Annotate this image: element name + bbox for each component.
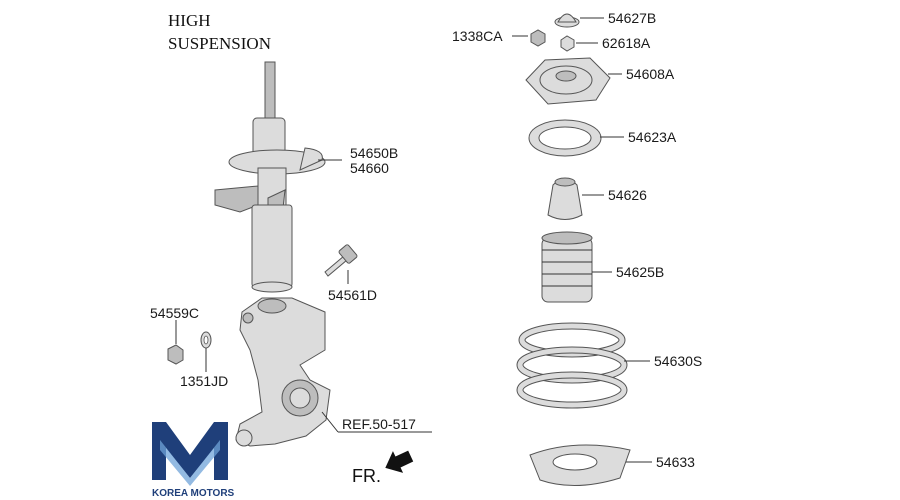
bolt-54561d	[324, 244, 358, 277]
title-line-1: HIGH	[168, 11, 211, 30]
label-54561d: 54561D	[328, 287, 377, 303]
front-direction-arrow-icon	[385, 450, 414, 473]
korea-motors-logo	[152, 422, 228, 486]
strut-assembly	[214, 61, 326, 293]
title-line-2: SUSPENSION	[168, 34, 271, 53]
label-54626: 54626	[608, 187, 647, 203]
front-direction-label: FR.	[352, 466, 381, 486]
brand-text: KOREA MOTORS	[152, 488, 235, 499]
dust-cover-54625b	[541, 231, 593, 303]
pad-54633	[529, 444, 631, 486]
label-54633: 54633	[656, 454, 695, 470]
label-54608a: 54608A	[626, 66, 675, 82]
label-54650b: 54650B	[350, 145, 398, 161]
cap-54627b	[554, 13, 580, 28]
label-ref-50-517: REF.50-517	[342, 416, 416, 432]
nut-62618a	[560, 35, 575, 52]
label-1351jd: 1351JD	[180, 373, 228, 389]
spring-seat-54623a	[528, 119, 602, 157]
coil-spring-54630s	[516, 322, 628, 409]
label-54625b: 54625B	[616, 264, 664, 280]
label-54559c: 54559C	[150, 305, 199, 321]
label-1338ca: 1338CA	[452, 28, 503, 44]
nut-1338ca	[530, 29, 546, 47]
washer-1351jd	[200, 331, 212, 349]
bumper-54626	[547, 177, 583, 220]
steering-knuckle	[235, 297, 331, 447]
label-54660: 54660	[350, 160, 389, 176]
label-54627b: 54627B	[608, 10, 656, 26]
mount-54608a	[525, 57, 611, 105]
label-54630s: 54630S	[654, 353, 702, 369]
label-54623a: 54623A	[628, 129, 677, 145]
nut-54559c	[167, 344, 184, 365]
label-62618a: 62618A	[602, 35, 651, 51]
